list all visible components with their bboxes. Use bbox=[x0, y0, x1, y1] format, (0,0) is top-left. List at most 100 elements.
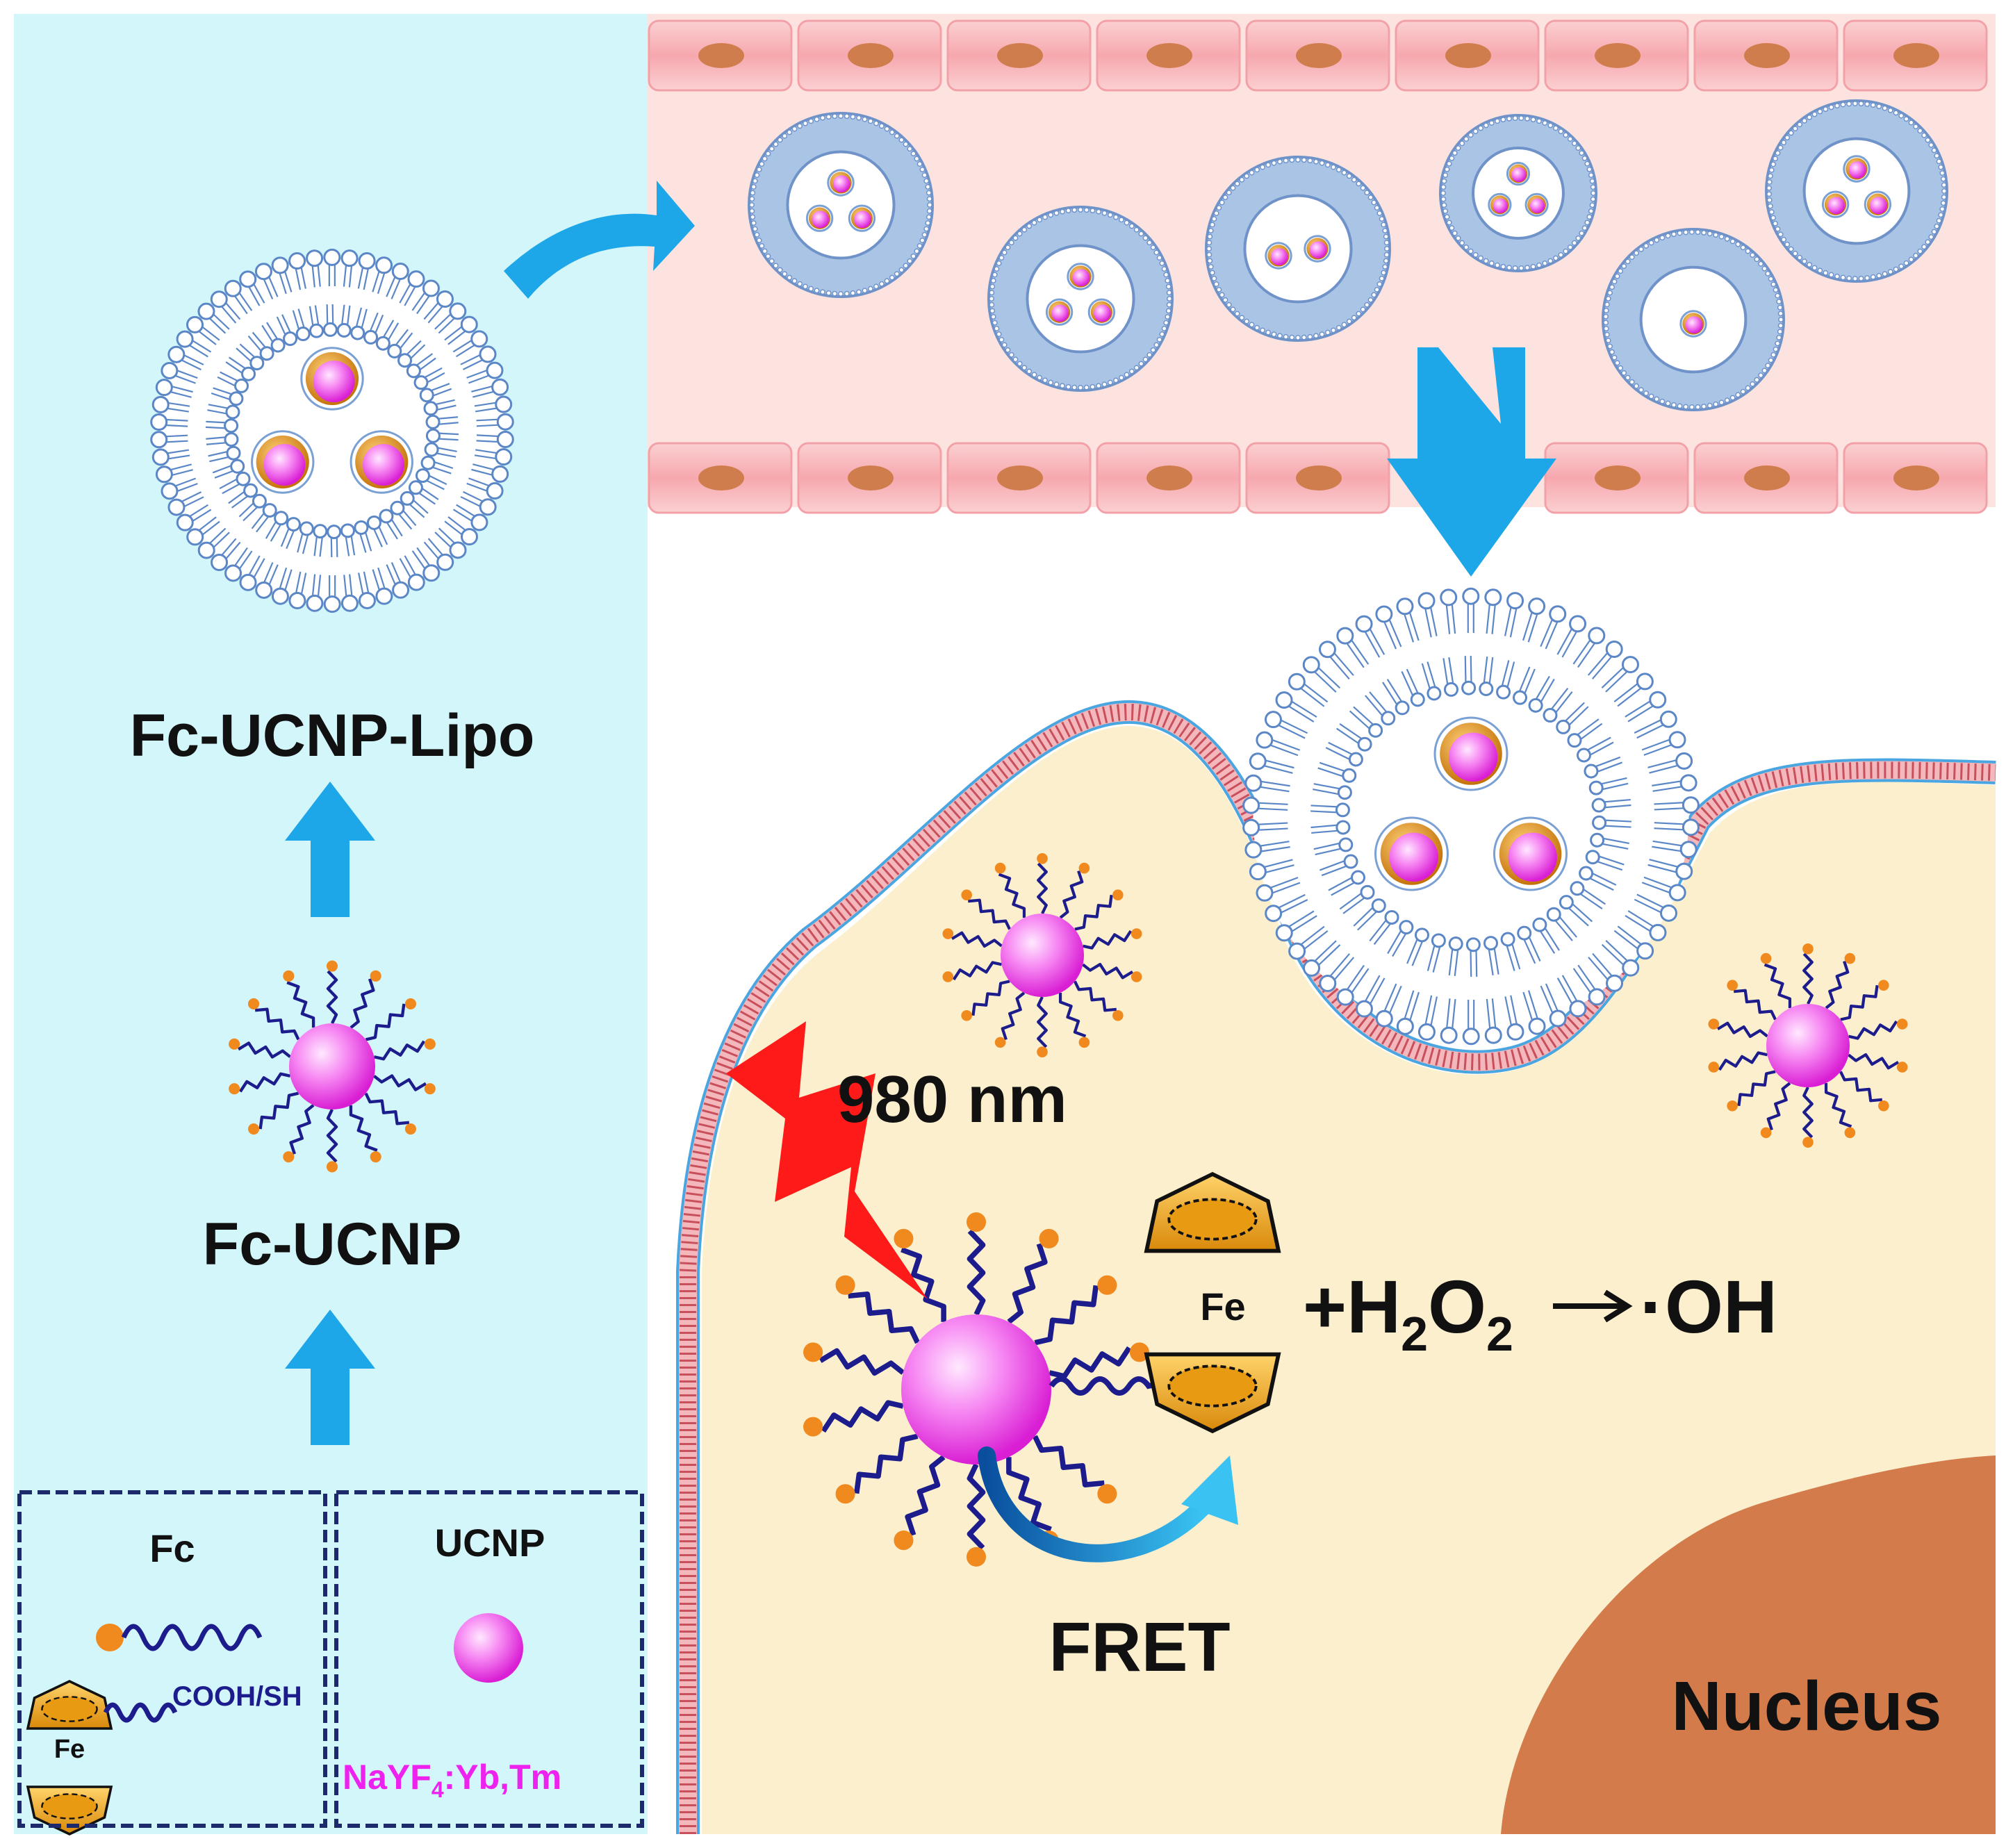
cell-nucleus bbox=[1595, 43, 1641, 68]
ligand-tip bbox=[1845, 953, 1856, 964]
cell-nucleus bbox=[997, 43, 1043, 68]
cell-nucleus bbox=[848, 43, 894, 68]
ligand-tip bbox=[961, 1010, 972, 1021]
ligand-tip bbox=[1727, 1100, 1738, 1112]
legend-label-cooh-sh: COOH/SH bbox=[172, 1681, 302, 1712]
ucnp-core bbox=[1094, 305, 1111, 322]
endothelial-cell bbox=[1844, 443, 1987, 513]
ucnp-core bbox=[264, 444, 306, 486]
liposome bbox=[1766, 101, 1947, 281]
liposome bbox=[1603, 229, 1784, 410]
cell-nucleus bbox=[1296, 465, 1342, 490]
legend-label-ucnp: UCNP bbox=[435, 1521, 545, 1565]
endothelial-cell bbox=[1396, 21, 1538, 90]
liposome bbox=[749, 113, 932, 297]
liposome bbox=[989, 207, 1172, 390]
liposome bbox=[1440, 115, 1596, 271]
ucnp-core bbox=[1051, 305, 1069, 322]
cell-nucleus bbox=[1893, 43, 1939, 68]
label-oh: ·OH bbox=[1640, 1264, 1777, 1348]
ligand-tip bbox=[836, 1276, 855, 1295]
legend-label-fc: Fc bbox=[149, 1526, 195, 1570]
ligand-tip bbox=[894, 1531, 913, 1550]
cell-nucleus bbox=[997, 465, 1043, 490]
label-fe-main: Fe bbox=[1200, 1285, 1245, 1328]
label-fret: FRET bbox=[1049, 1608, 1230, 1686]
ligand-tip bbox=[1897, 1018, 1908, 1030]
ligand-tip bbox=[405, 998, 416, 1009]
ucnp-legend-sphere bbox=[454, 1613, 523, 1683]
cell-nucleus bbox=[1744, 465, 1790, 490]
ligand-tip bbox=[1897, 1062, 1908, 1073]
ligand-tip bbox=[967, 1547, 986, 1567]
ucnp-core bbox=[313, 361, 355, 402]
ucnp-sphere bbox=[1766, 1004, 1850, 1087]
ucnp-core bbox=[1449, 733, 1497, 782]
endothelial-cell bbox=[1097, 443, 1240, 513]
ligand-tip bbox=[1079, 863, 1090, 874]
cell-nucleus bbox=[1146, 43, 1192, 68]
ucnp-core bbox=[1827, 197, 1845, 215]
ucnp-core bbox=[812, 211, 829, 229]
ligand-tip bbox=[1727, 980, 1738, 991]
ligand-tip bbox=[1112, 1010, 1124, 1021]
endothelial-cell bbox=[948, 21, 1090, 90]
ligand-tip bbox=[370, 971, 381, 982]
ligand-tip bbox=[283, 971, 294, 982]
endothelial-cell bbox=[1695, 21, 1837, 90]
ligand-tip bbox=[327, 1161, 338, 1172]
ligand-tip bbox=[1131, 971, 1142, 982]
ucnp-core bbox=[1493, 199, 1508, 213]
ligand-tip bbox=[370, 1151, 381, 1162]
ligand-tip bbox=[229, 1039, 240, 1050]
ligand-tip bbox=[1112, 889, 1124, 900]
ucnp-core bbox=[833, 175, 850, 192]
cell-nucleus bbox=[1296, 43, 1342, 68]
ligand-tip bbox=[803, 1417, 823, 1437]
cell-nucleus bbox=[698, 43, 744, 68]
label-fc-ucnp: Fc-UCNP bbox=[203, 1211, 462, 1278]
ligand-tip bbox=[1878, 1100, 1889, 1112]
endothelial-cell bbox=[1695, 443, 1837, 513]
ucnp-core bbox=[1530, 199, 1545, 213]
endothelial-cell bbox=[1247, 443, 1389, 513]
ucnp-core bbox=[1849, 161, 1866, 179]
endothelial-cell bbox=[649, 21, 791, 90]
cell-nucleus bbox=[1893, 465, 1939, 490]
cell-nucleus bbox=[848, 465, 894, 490]
ligand-tip bbox=[1079, 1037, 1090, 1048]
ligand-tip bbox=[995, 1037, 1006, 1048]
ligand-tip bbox=[1097, 1484, 1117, 1503]
ligand-tip bbox=[1039, 1229, 1059, 1248]
ligand-tip bbox=[1878, 980, 1889, 991]
legend-label-fe: Fe bbox=[54, 1735, 85, 1764]
ligand-tip bbox=[836, 1484, 855, 1503]
ligand-tip bbox=[942, 971, 953, 982]
cell-nucleus bbox=[1445, 43, 1491, 68]
ucnp-core bbox=[1390, 833, 1438, 882]
ligand-tip bbox=[327, 961, 338, 972]
ucnp-core bbox=[854, 211, 871, 229]
ligand-tip bbox=[942, 928, 953, 939]
endothelial-cell bbox=[798, 443, 941, 513]
ligand-tip bbox=[283, 1151, 294, 1162]
ucnp-core bbox=[1310, 241, 1327, 258]
endothelial-cell bbox=[1097, 21, 1240, 90]
label-nucleus: Nucleus bbox=[1671, 1667, 1941, 1745]
ligand-tip bbox=[1802, 943, 1814, 955]
ucnp-core bbox=[1511, 167, 1526, 182]
ligand-tip bbox=[1845, 1128, 1856, 1139]
ligand-tip bbox=[229, 1083, 240, 1094]
ucnp-sphere bbox=[901, 1314, 1051, 1465]
ucnp-core bbox=[1686, 316, 1703, 333]
ligand-tip bbox=[1708, 1062, 1719, 1073]
ligand-tip bbox=[248, 998, 259, 1009]
liposome bbox=[151, 249, 513, 611]
ligand-tip bbox=[405, 1123, 416, 1135]
endothelial-cell bbox=[1247, 21, 1389, 90]
ligand-tip bbox=[1708, 1018, 1719, 1030]
endothelial-cell bbox=[1844, 21, 1987, 90]
endothelial-cell bbox=[649, 443, 791, 513]
